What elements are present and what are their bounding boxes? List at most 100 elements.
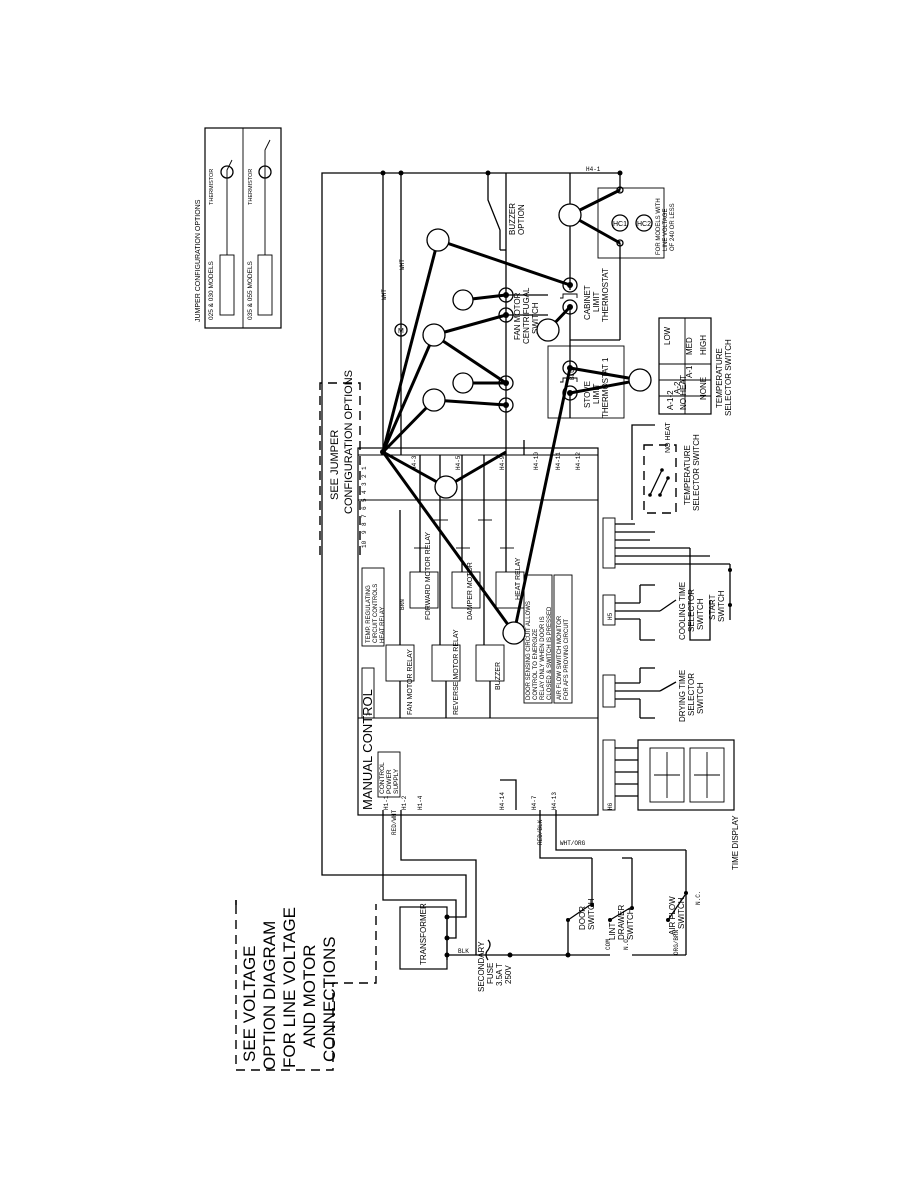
callout-circle — [422, 323, 446, 347]
hc-note-3: OF 240 OR LESS — [670, 203, 676, 251]
callout-circle — [452, 372, 474, 394]
callout-circle — [558, 203, 582, 227]
centrifugal-label-2: CENTRIFUGAL — [522, 287, 531, 344]
forward-motor-relay-label: FORWARD MOTOR RELAY — [425, 532, 432, 620]
airflow-monitor-label-1: AIR FLOW SWITCH MONITOR — [557, 615, 563, 700]
h4-3-label: H4-3 — [411, 455, 418, 470]
pin-9: 9 — [361, 530, 368, 534]
wire-color-red-wht: RED/WHT — [391, 809, 398, 835]
h4-11-label: H4-11 — [555, 452, 562, 470]
cooling-label-1: COOLING TIME — [678, 582, 687, 640]
centrifugal-label-1: FAN MOTOR — [513, 292, 522, 340]
voltage-note-line-4: AND MOTOR — [300, 944, 319, 1048]
switch-term-no: N.O. — [623, 936, 630, 950]
voltage-note-line-2: OPTION DIAGRAM — [260, 921, 279, 1070]
h4-12-label: H4-12 — [575, 452, 582, 470]
fuse-label-1: SECONDARY — [477, 941, 486, 992]
drying-label-2: SELECTOR — [687, 673, 696, 716]
temp-row-2-mode: LOW — [663, 326, 672, 345]
callout-circle — [452, 289, 474, 311]
pin-10: 10 — [361, 540, 368, 548]
drying-label-3: SWITCH — [696, 682, 705, 714]
temp-sel-label-2: SELECTOR SWITCH — [692, 434, 701, 511]
jumper-model-b: 035 & 055 MODELS — [247, 260, 254, 320]
start-switch: START SWITCH — [689, 548, 732, 641]
jumper-note-line-2: CONFIGURATION OPTIONS — [343, 370, 355, 514]
manual-control-label: MANUAL CONTROL — [360, 689, 375, 810]
h4-14-label: H4-14 — [499, 792, 506, 810]
airflow-switch-label-1: AIR FLOW — [668, 896, 677, 935]
pin-4: 4 — [361, 490, 368, 494]
door-sensing-label-4: CLOSED & SWITCH IS PRESSED — [547, 606, 553, 700]
buzzer-label: BUZZER — [495, 662, 502, 690]
callout-circle — [434, 475, 458, 499]
jumper-model-a: 025 & 030 MODELS — [208, 260, 215, 320]
voltage-note-line-5: CONNECTIONS — [320, 936, 339, 1062]
lint-switch-label-3: SWITCH — [626, 908, 635, 940]
door-sensing-label-3: RELAY ONLY WHEN DOOR IS — [540, 616, 546, 700]
lint-drawer-switch: LINT DRAWER SWITCH — [590, 858, 635, 956]
jumper-options-title: JUMPER CONFIGURATION OPTIONS — [195, 199, 202, 322]
lint-switch-label-2: DRAWER — [617, 905, 626, 940]
h4-9-label: H4-9 — [499, 455, 506, 470]
pin-3: 3 — [361, 482, 368, 486]
pin-7: 7 — [361, 514, 368, 518]
airflow-switch-label-2: SWITCH — [677, 897, 686, 929]
h5-connector: H5 — [602, 517, 730, 620]
air-flow-switch: AIR FLOW SWITCH — [632, 850, 688, 956]
h4-7-label: H4-7 — [531, 795, 538, 810]
transformer-label: TRANSFORMER — [419, 903, 428, 965]
hc-note-1: FOR MODELS WITH — [656, 198, 662, 255]
wire-color-wht-org: WHT/ORG — [560, 840, 586, 847]
temp-row-4-setting: NONE — [699, 377, 708, 400]
switch-term-com: COM — [605, 939, 612, 950]
fuse-label-3: 3.5A T — [495, 963, 504, 986]
hc-note-2: LINE VOLTAGE — [663, 209, 669, 251]
pin-8: 8 — [361, 522, 368, 526]
callout-circle — [536, 318, 560, 342]
switch-term-nc: N.C. — [695, 891, 702, 905]
pin-6: 6 — [361, 506, 368, 510]
cps-label-2: POWER — [386, 769, 393, 794]
voltage-option-note-box — [235, 900, 377, 1071]
temp-row-1-mode: NO HEAT — [679, 375, 688, 410]
centrifugal-label-3: SWITCH — [531, 302, 540, 334]
fuse-label-2: FUSE — [486, 963, 495, 984]
temperature-selector-table — [658, 317, 712, 415]
callout-overlay — [381, 188, 652, 645]
secondary-fuse: SECONDARY FUSE 3.5A T 250V — [477, 939, 513, 992]
lint-switch-label-1: LINT — [608, 923, 617, 940]
time-display: TIME DISPLAY H6 — [602, 739, 740, 870]
voltage-option-note: SEE VOLTAGE OPTION DIAGRAM FOR LINE VOLT… — [240, 907, 339, 1070]
cooling-label-3: SWITCH — [696, 598, 705, 630]
transformer: TRANSFORMER — [399, 903, 450, 970]
time-display-label: TIME DISPLAY — [731, 815, 740, 870]
h3-pin-1: 1 — [365, 712, 372, 716]
temp-row-1-setting: A-1-2 — [666, 390, 675, 410]
door-switch: DOOR SWITCH — [566, 858, 596, 955]
temp-row-2-setting: A-2 — [673, 381, 682, 394]
damper-motor-label: DAMPER MOTOR — [467, 562, 474, 620]
voltage-note-line-1: SEE VOLTAGE — [240, 945, 259, 1062]
wire-color-brn: BRN — [399, 599, 406, 610]
wire-color-org-brn: ORG/BRN — [673, 929, 680, 955]
h5-label: H5 — [607, 612, 614, 620]
airflow-monitor-label-2: FOR AFS PROVING CIRCUIT — [564, 619, 570, 700]
callout-circle — [628, 368, 652, 392]
heat-relay-label: HEAT RELAY — [515, 557, 522, 600]
temperature-selector-switch: TEMPERATURE SELECTOR SWITCH — [631, 424, 701, 520]
door-sensing-label-1: DOOR SENSING CIRCUIT ALLOWS — [526, 601, 532, 700]
wire-color-blu: BLU — [569, 369, 576, 380]
temp-reg-label-3: HEAT RELAY — [380, 607, 386, 643]
cabinet-limit-thermostat: CABINET LIMIT THERMOSTAT — [560, 173, 610, 340]
door-sensing-label-2: CONTROL TO ENERGIZE — [533, 629, 539, 700]
wire-color-wht-2: WHT — [399, 259, 406, 270]
thermistor-a-label: THERMISTOR — [209, 169, 215, 205]
start-switch-label-1: START — [708, 594, 717, 620]
temp-reg-label-2: CIRCUIT CONTROLS — [373, 584, 379, 643]
cps-label-3: SUPPLY — [393, 768, 400, 794]
start-switch-label-2: SWITCH — [717, 590, 726, 622]
cps-label-1: CONTROL — [379, 762, 386, 794]
